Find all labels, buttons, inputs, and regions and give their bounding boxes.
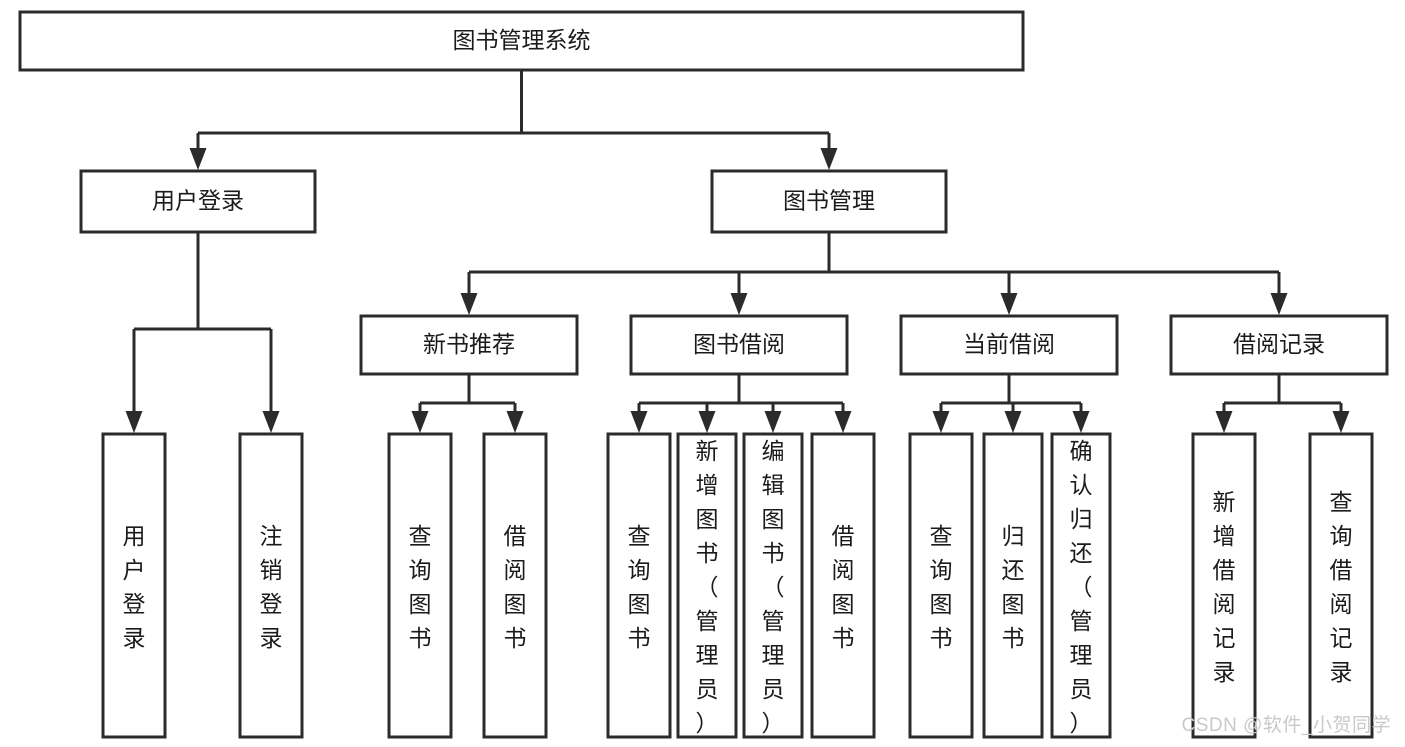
node-box-book-borrow[interactable]: [629, 314, 849, 376]
node-leaf-query-book-1[interactable]: 查询图书: [387, 432, 453, 739]
node-label-user-login: 用户登录: [152, 188, 244, 214]
node-box-leaf-confirm-return[interactable]: [1050, 432, 1112, 739]
node-label-leaf-edit-book: 编辑图书（管理员）: [762, 438, 785, 736]
arrow-head-icon: [820, 148, 838, 170]
arrow-head-icon: [698, 411, 716, 433]
node-leaf-add-record[interactable]: 新增借阅记录: [1191, 432, 1257, 739]
arrow-head-icon: [411, 411, 429, 433]
node-box-leaf-query-book-2[interactable]: [606, 432, 672, 739]
node-leaf-borrow-book-1[interactable]: 借阅图书: [482, 432, 548, 739]
edge-group-current-borrow: [932, 374, 1090, 433]
arrow-head-icon: [1072, 411, 1090, 433]
node-box-current-borrow[interactable]: [899, 314, 1119, 376]
node-label-leaf-borrow-book-2: 借阅图书: [832, 523, 855, 651]
node-box-leaf-add-record[interactable]: [1191, 432, 1257, 739]
node-leaf-user-login[interactable]: 用户登录: [101, 432, 167, 739]
node-leaf-confirm-return[interactable]: 确认归还（管理员）: [1050, 432, 1112, 739]
node-label-root: 图书管理系统: [453, 27, 591, 53]
node-box-leaf-edit-book[interactable]: [742, 432, 804, 739]
node-label-leaf-confirm-return: 确认归还（管理员）: [1070, 438, 1093, 736]
node-box-user-login[interactable]: [79, 169, 317, 234]
node-box-leaf-query-book-3[interactable]: [908, 432, 974, 739]
node-label-leaf-user-logout: 注销登录: [260, 523, 283, 651]
node-book-manage[interactable]: 图书管理: [710, 169, 948, 234]
node-leaf-borrow-book-2[interactable]: 借阅图书: [810, 432, 876, 739]
node-label-book-manage: 图书管理: [783, 188, 875, 214]
node-box-book-manage[interactable]: [710, 169, 948, 234]
edge-group-user-login: [125, 232, 280, 433]
arrow-head-icon: [1332, 411, 1350, 433]
node-box-root[interactable]: [18, 10, 1025, 72]
edges-layer: [125, 70, 1350, 433]
edge-group-book-manage: [460, 232, 1288, 315]
arrow-head-icon: [189, 148, 207, 170]
node-box-leaf-borrow-book-2[interactable]: [810, 432, 876, 739]
node-leaf-query-record[interactable]: 查询借阅记录: [1308, 432, 1374, 739]
node-leaf-query-book-3[interactable]: 查询图书: [908, 432, 974, 739]
node-leaf-return-book[interactable]: 归还图书: [982, 432, 1044, 739]
node-box-leaf-query-record[interactable]: [1308, 432, 1374, 739]
node-root[interactable]: 图书管理系统: [18, 10, 1025, 72]
node-label-leaf-query-record: 查询借阅记录: [1330, 489, 1353, 685]
node-label-leaf-add-book: 新增图书（管理员）: [696, 438, 719, 736]
arrow-head-icon: [630, 411, 648, 433]
arrow-head-icon: [1004, 411, 1022, 433]
arrow-head-icon: [834, 411, 852, 433]
edge-group-borrow-record: [1215, 374, 1350, 433]
node-label-leaf-query-book-1: 查询图书: [409, 523, 432, 651]
arrow-head-icon: [460, 293, 478, 315]
arrow-head-icon: [1215, 411, 1233, 433]
node-box-borrow-record[interactable]: [1169, 314, 1389, 376]
node-label-leaf-borrow-book-1: 借阅图书: [504, 523, 527, 651]
node-borrow-record[interactable]: 借阅记录: [1169, 314, 1389, 376]
node-label-current-borrow: 当前借阅: [963, 331, 1055, 357]
node-new-book-rec[interactable]: 新书推荐: [359, 314, 579, 376]
node-box-leaf-add-book[interactable]: [676, 432, 738, 739]
node-leaf-user-logout[interactable]: 注销登录: [238, 432, 304, 739]
node-label-leaf-query-book-2: 查询图书: [628, 523, 651, 651]
watermark-label: CSDN @软件_小贺同学: [1181, 715, 1391, 736]
node-box-leaf-user-login[interactable]: [101, 432, 167, 739]
arrow-head-icon: [125, 411, 143, 433]
node-label-book-borrow: 图书借阅: [693, 331, 785, 357]
arrow-head-icon: [730, 293, 748, 315]
node-box-leaf-query-book-1[interactable]: [387, 432, 453, 739]
node-label-new-book-rec: 新书推荐: [423, 331, 515, 357]
arrow-head-icon: [262, 411, 280, 433]
node-leaf-query-book-2[interactable]: 查询图书: [606, 432, 672, 739]
node-box-new-book-rec[interactable]: [359, 314, 579, 376]
edge-group-root: [189, 70, 838, 170]
arrow-head-icon: [932, 411, 950, 433]
node-book-borrow[interactable]: 图书借阅: [629, 314, 849, 376]
edge-group-new-book-rec: [411, 374, 524, 433]
node-current-borrow[interactable]: 当前借阅: [899, 314, 1119, 376]
node-box-leaf-return-book[interactable]: [982, 432, 1044, 739]
edge-group-book-borrow: [630, 374, 852, 433]
nodes-layer: 图书管理系统用户登录图书管理新书推荐图书借阅当前借阅借阅记录用户登录注销登录查询…: [18, 10, 1389, 739]
node-user-login[interactable]: 用户登录: [79, 169, 317, 234]
arrow-head-icon: [1000, 293, 1018, 315]
node-label-leaf-query-book-3: 查询图书: [930, 523, 953, 651]
node-label-borrow-record: 借阅记录: [1233, 331, 1325, 357]
arrow-head-icon: [506, 411, 524, 433]
node-box-leaf-user-logout[interactable]: [238, 432, 304, 739]
node-label-leaf-user-login: 用户登录: [123, 523, 146, 651]
arrow-head-icon: [1270, 293, 1288, 315]
node-box-leaf-borrow-book-1[interactable]: [482, 432, 548, 739]
node-leaf-add-book[interactable]: 新增图书（管理员）: [676, 432, 738, 739]
node-leaf-edit-book[interactable]: 编辑图书（管理员）: [742, 432, 804, 739]
node-label-leaf-return-book: 归还图书: [1002, 523, 1025, 651]
arrow-head-icon: [764, 411, 782, 433]
node-label-leaf-add-record: 新增借阅记录: [1213, 489, 1236, 685]
